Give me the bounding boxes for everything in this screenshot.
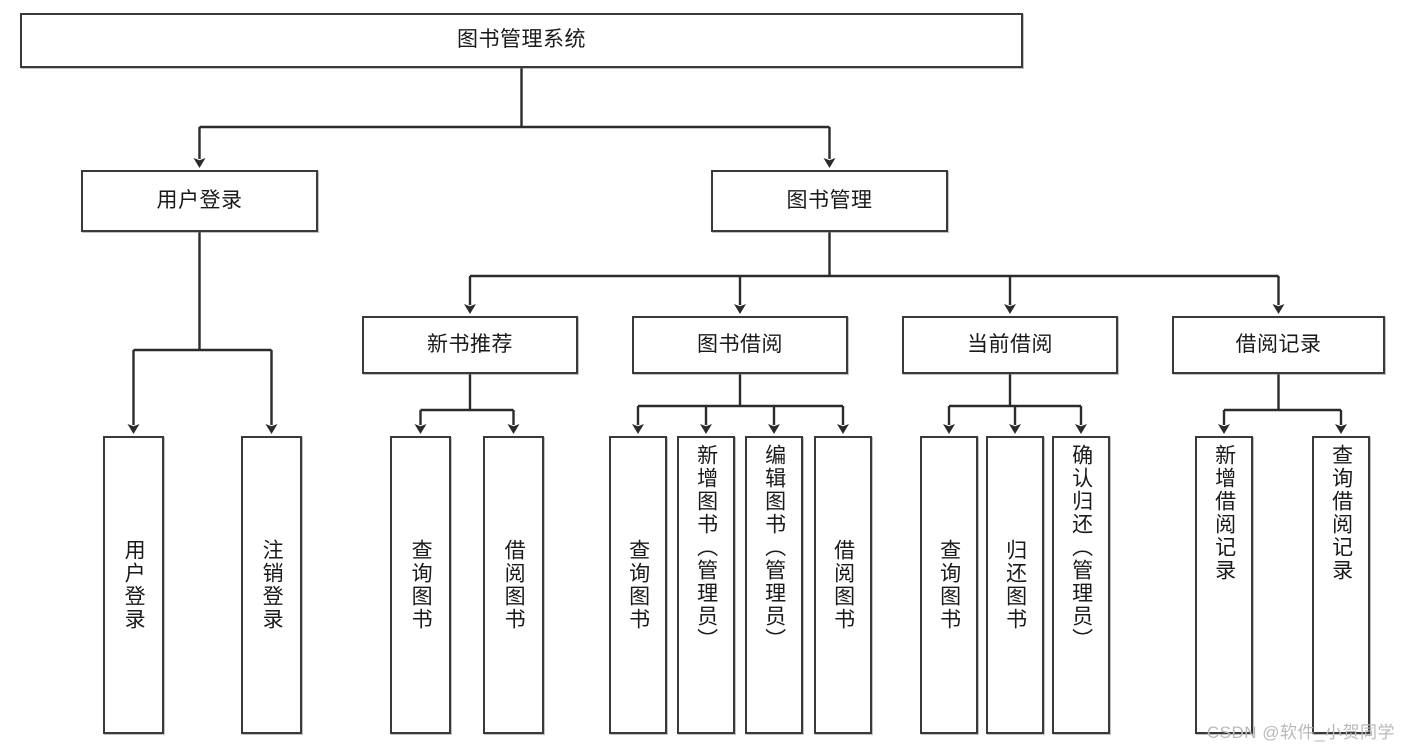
node-leaf-user-login[interactable]: 用户登录: [103, 436, 164, 734]
node-label: 注销登录: [260, 539, 284, 631]
node-label: 用户登录: [122, 539, 146, 631]
node-label: 图书管理系统: [457, 28, 586, 52]
node-new-book-recommend[interactable]: 新书推荐: [362, 316, 578, 374]
node-label: 查询图书: [937, 539, 961, 631]
node-label: 借阅图书: [502, 539, 526, 631]
watermark-label: CSDN @软件_小贺同学: [1206, 723, 1395, 742]
node-label: 确认归还（管理员）: [1069, 444, 1093, 651]
node-current-borrow[interactable]: 当前借阅: [902, 316, 1118, 374]
node-root[interactable]: 图书管理系统: [20, 13, 1023, 68]
node-label: 借阅记录: [1235, 332, 1322, 356]
node-leaf-query-record[interactable]: 查询借阅记录: [1312, 436, 1370, 734]
node-leaf-borrow-book[interactable]: 借阅图书: [814, 436, 872, 734]
node-label: 图书借阅: [697, 332, 783, 356]
node-leaf-query-book-cur[interactable]: 查询图书: [920, 436, 978, 734]
node-leaf-confirm-return[interactable]: 确认归还（管理员）: [1052, 436, 1110, 734]
node-label: 新书推荐: [427, 332, 513, 356]
node-borrow-record[interactable]: 借阅记录: [1172, 316, 1385, 374]
node-label: 借阅图书: [831, 539, 855, 631]
node-leaf-edit-book[interactable]: 编辑图书（管理员）: [745, 436, 803, 734]
node-leaf-return-book[interactable]: 归还图书: [986, 436, 1044, 734]
node-leaf-user-logout[interactable]: 注销登录: [241, 436, 302, 734]
node-user-login[interactable]: 用户登录: [81, 170, 318, 232]
node-label: 查询借阅记录: [1329, 444, 1353, 582]
node-leaf-add-record[interactable]: 新增借阅记录: [1195, 436, 1253, 734]
node-leaf-query-book-rec[interactable]: 查询图书: [390, 436, 451, 734]
node-label: 新增图书（管理员）: [694, 444, 718, 651]
node-label: 用户登录: [156, 188, 243, 212]
node-label: 编辑图书（管理员）: [762, 444, 786, 651]
node-label: 新增借阅记录: [1212, 444, 1236, 582]
node-label: 当前借阅: [967, 332, 1053, 356]
node-label: 查询图书: [626, 539, 650, 631]
node-book-manage[interactable]: 图书管理: [711, 170, 948, 232]
node-leaf-borrow-book-rec[interactable]: 借阅图书: [483, 436, 544, 734]
node-leaf-add-book[interactable]: 新增图书（管理员）: [677, 436, 735, 734]
node-label: 图书管理: [786, 188, 873, 212]
node-book-borrow[interactable]: 图书借阅: [632, 316, 848, 374]
node-label: 归还图书: [1003, 539, 1027, 631]
node-label: 查询图书: [409, 539, 433, 631]
node-leaf-query-book-borrow[interactable]: 查询图书: [609, 436, 667, 734]
